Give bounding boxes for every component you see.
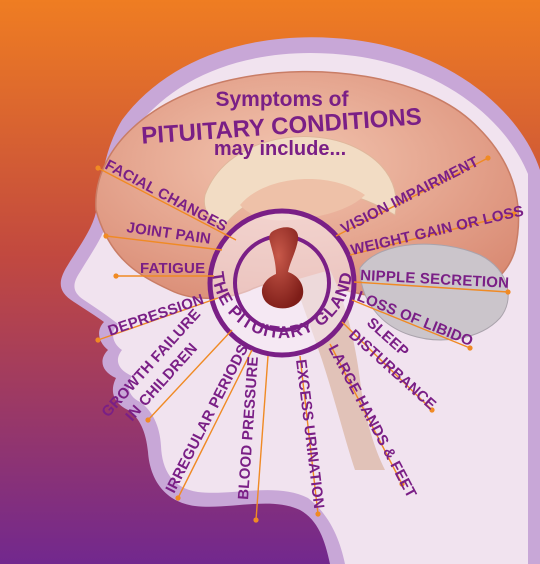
symptom-fatigue: FATIGUE (140, 260, 205, 277)
title-line-3: may include... (214, 138, 346, 160)
title-line-1: Symptoms of (215, 88, 349, 111)
